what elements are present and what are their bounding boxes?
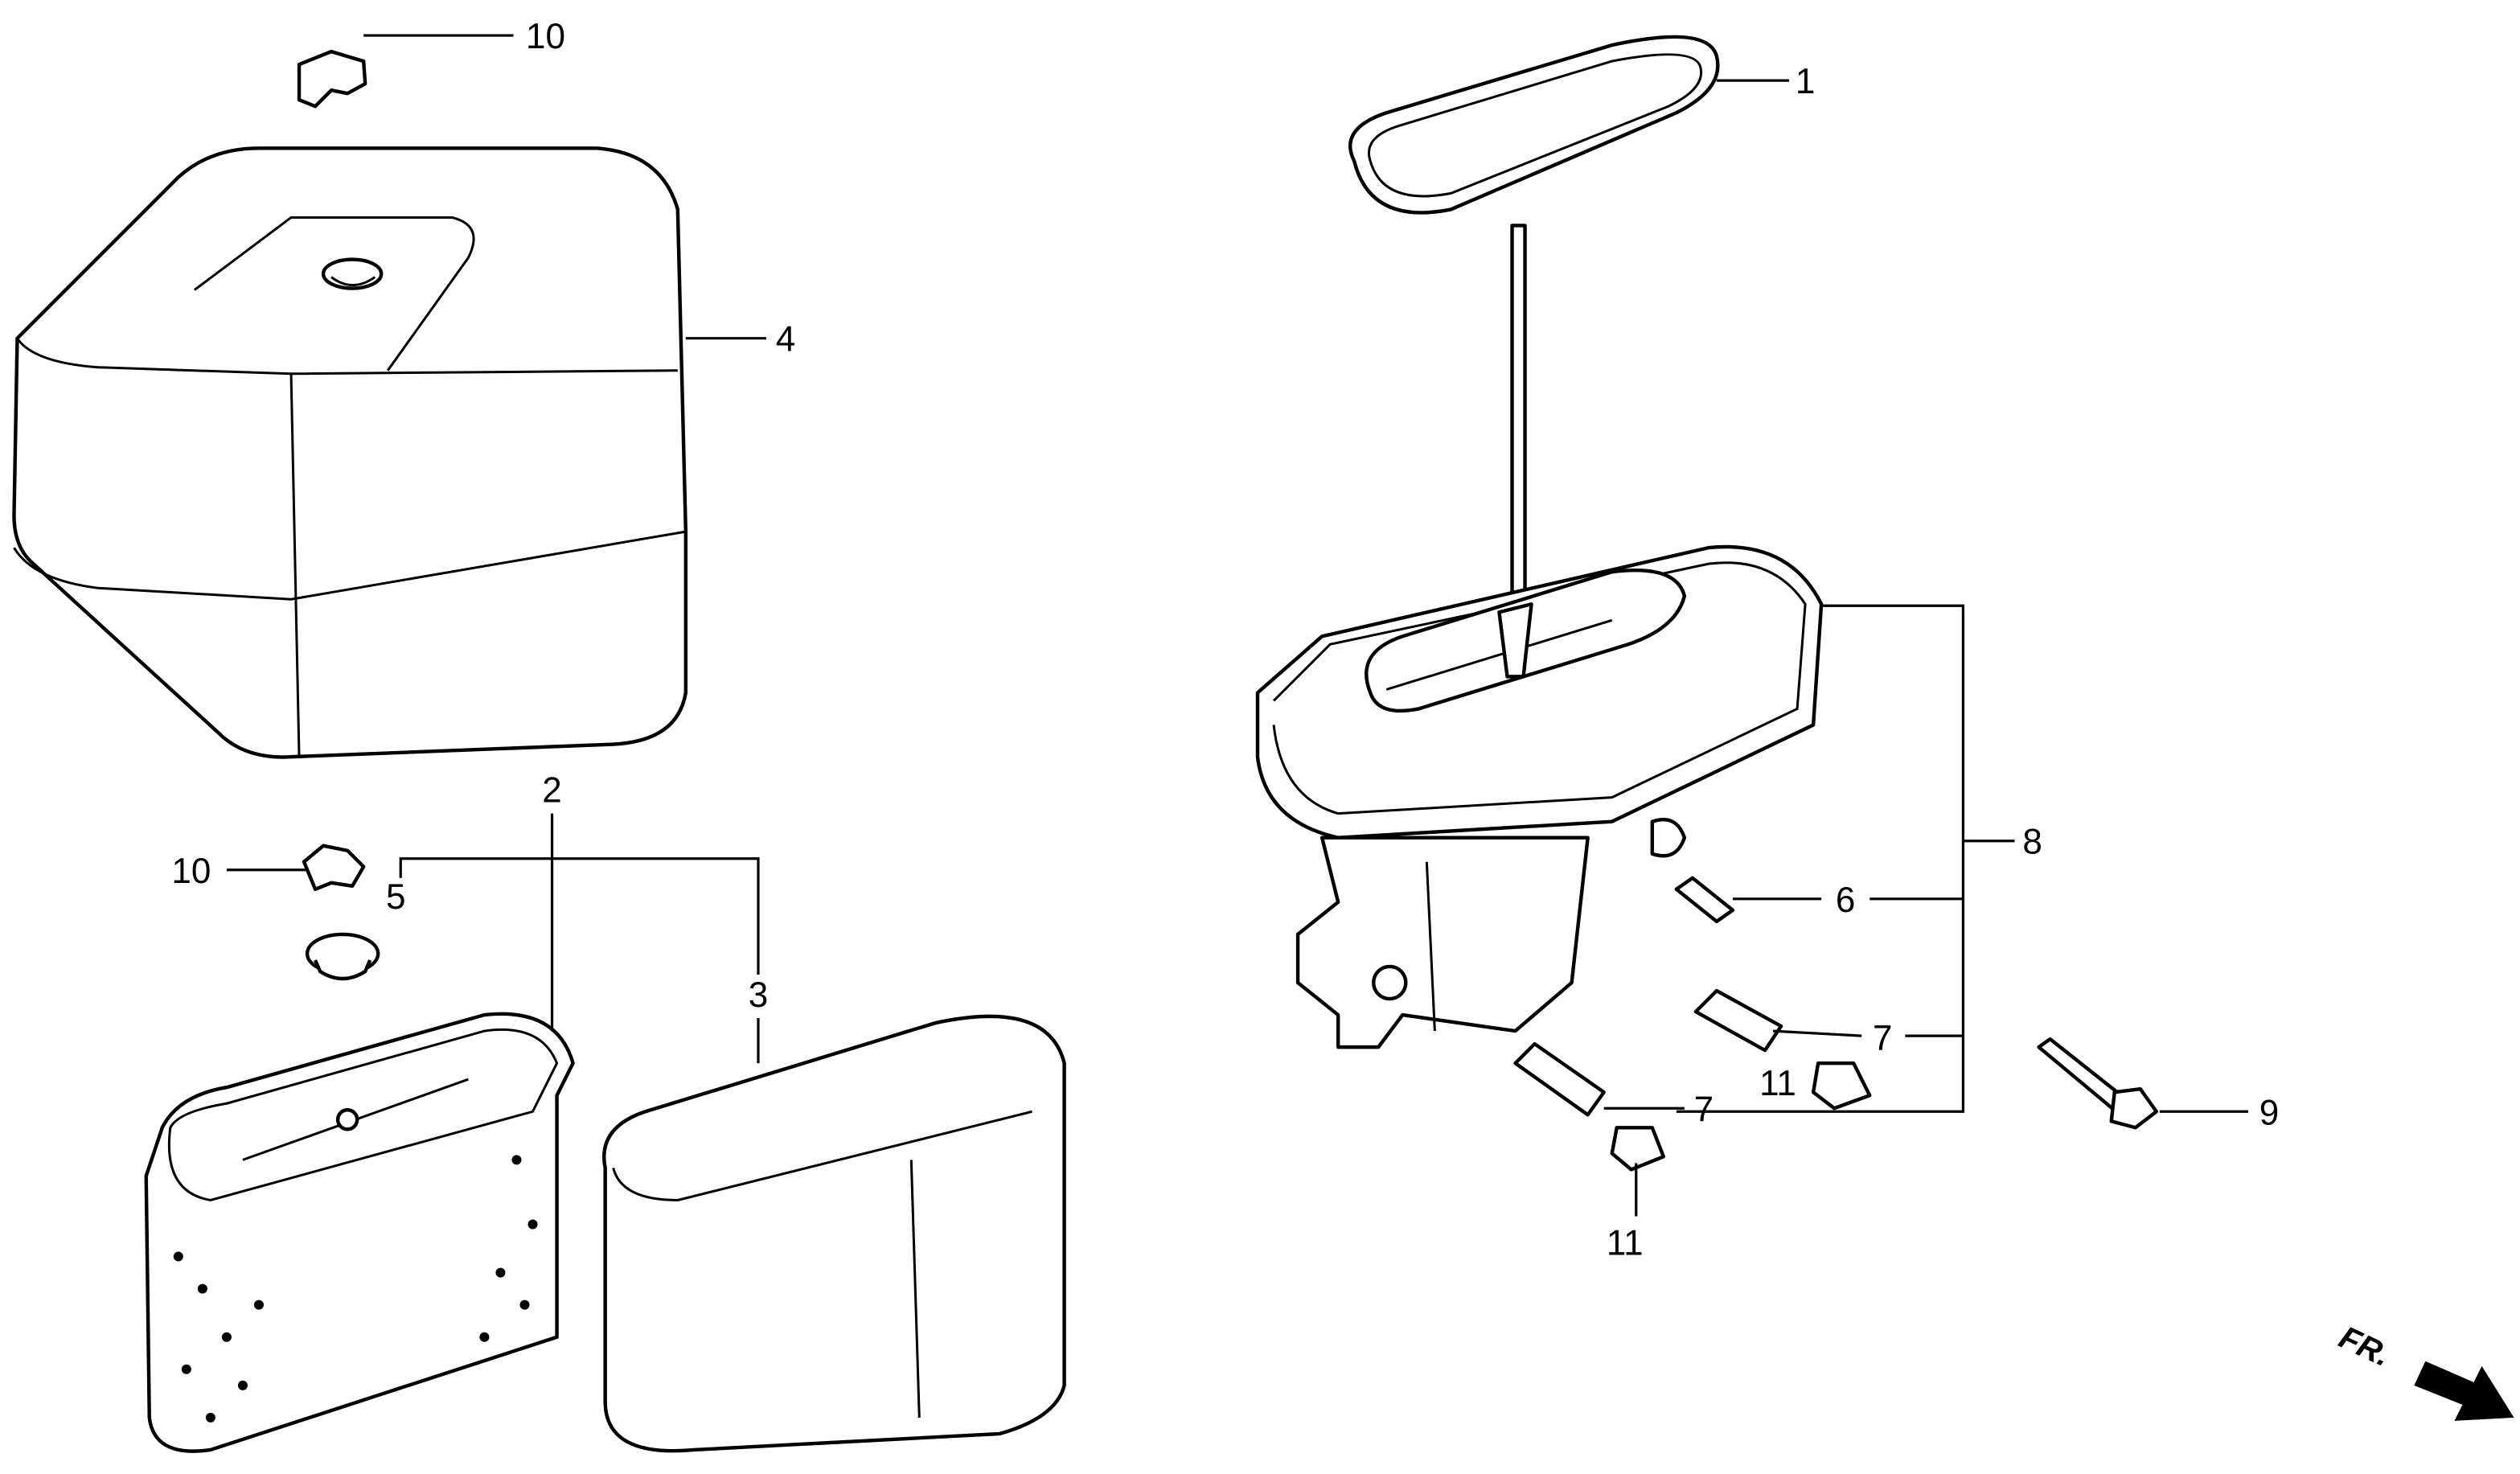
front-direction-arrow: FR. (2333, 1320, 2514, 1421)
label-11-upper: 11 (1759, 1064, 1796, 1103)
filter-element (144, 1012, 575, 1453)
wing-nut-top (297, 49, 367, 109)
small-parts (1513, 876, 2159, 1172)
leader-lines (226, 34, 2249, 1217)
label-5: 5 (386, 877, 406, 917)
label-3: 3 (749, 975, 769, 1015)
label-4: 4 (776, 320, 796, 359)
air-cleaner-base (1255, 224, 1824, 1049)
arrow-icon (2414, 1361, 2514, 1421)
label-6: 6 (1836, 881, 1856, 920)
label-10-left: 10 (171, 852, 211, 891)
gasket (1348, 35, 1720, 215)
foam-element (602, 1014, 1066, 1453)
label-2: 2 (542, 771, 562, 811)
wing-nut-left (302, 844, 366, 892)
label-8: 8 (2022, 823, 2042, 862)
label-9: 9 (2259, 1093, 2280, 1132)
label-7-upper: 7 (1873, 1019, 1893, 1058)
grommet (305, 932, 380, 981)
front-label: FR. (2333, 1320, 2395, 1373)
air-cleaner-cover (12, 146, 688, 759)
label-11-lower: 11 (1607, 1224, 1644, 1263)
label-7-lower: 7 (1694, 1090, 1714, 1129)
label-1: 1 (1796, 62, 1816, 101)
label-10-top: 10 (526, 17, 565, 56)
